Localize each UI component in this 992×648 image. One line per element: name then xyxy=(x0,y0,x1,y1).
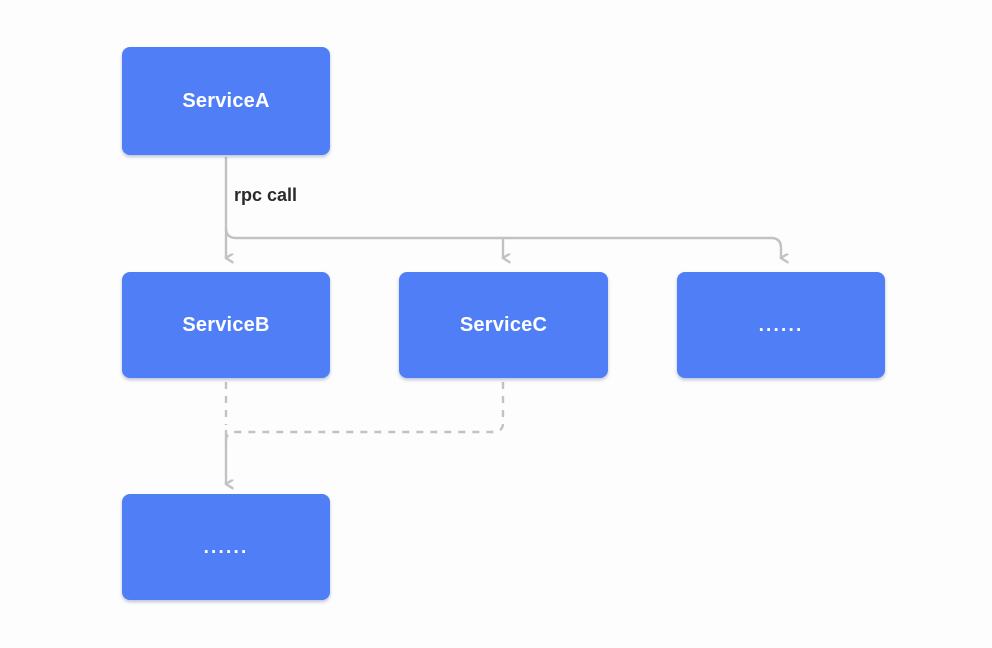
edge-service-c-to-more-bottom xyxy=(224,382,505,442)
node-placeholder-bottom-label: ...... xyxy=(203,536,249,558)
node-service-c[interactable]: ServiceC xyxy=(399,272,608,378)
node-service-a-label: ServiceA xyxy=(182,90,270,112)
node-service-c-label: ServiceC xyxy=(459,314,548,336)
edge-branch-bus xyxy=(224,226,781,258)
edge-label-rpc-call: rpc call xyxy=(234,185,298,205)
node-placeholder-right[interactable]: ...... xyxy=(677,272,885,378)
node-placeholder-bottom[interactable]: ...... xyxy=(122,494,330,600)
node-service-a[interactable]: ServiceA xyxy=(122,47,330,155)
node-service-b-label: ServiceB xyxy=(182,314,270,336)
node-placeholder-right-label: ...... xyxy=(758,314,804,336)
node-service-b[interactable]: ServiceB xyxy=(122,272,330,378)
